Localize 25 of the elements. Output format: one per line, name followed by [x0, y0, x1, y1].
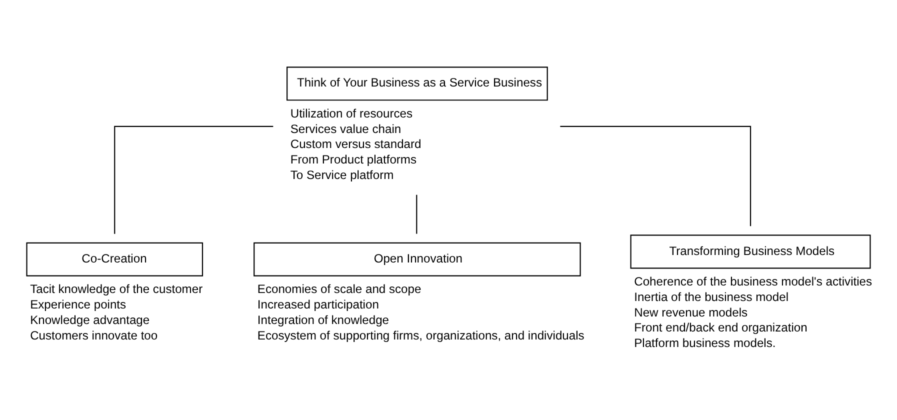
node-label: Knowledge advantage [30, 312, 150, 326]
node-label: Experience points [30, 297, 126, 312]
node-label: Custom versus standard [290, 136, 422, 151]
node-label: Utilization of resources [290, 106, 413, 120]
node-label: Front end/back end organization [634, 320, 808, 334]
node-box: Open Innovation [254, 242, 581, 276]
node-label: Customers innovate too [30, 328, 158, 342]
node-label: Platform business models. [634, 336, 776, 350]
node-label: Tacit knowledge of the customer [30, 282, 203, 296]
node-label: Inertia of the business model [634, 289, 789, 304]
node-label: Ecosystem of supporting firms, organizations, and individuals [257, 328, 584, 342]
node-box: Co-Creation [26, 242, 204, 276]
node-label: Economies of scale and scope [257, 282, 422, 296]
node-label: New revenue models [634, 304, 748, 319]
connector [114, 125, 274, 234]
connector [560, 125, 752, 226]
connector [416, 194, 418, 234]
node-box: Transforming Business Models [630, 234, 871, 268]
node-label: Coherence of the business model's activities [634, 274, 872, 288]
node-box: Think of Your Business as a Service Business [286, 66, 548, 100]
node-label: To Service platform [290, 167, 394, 182]
node-label: From Product platforms [290, 152, 417, 166]
node-label: Increased participation [257, 297, 379, 312]
node-label: Integration of knowledge [257, 312, 390, 326]
node-label: Services value chain [290, 121, 402, 136]
